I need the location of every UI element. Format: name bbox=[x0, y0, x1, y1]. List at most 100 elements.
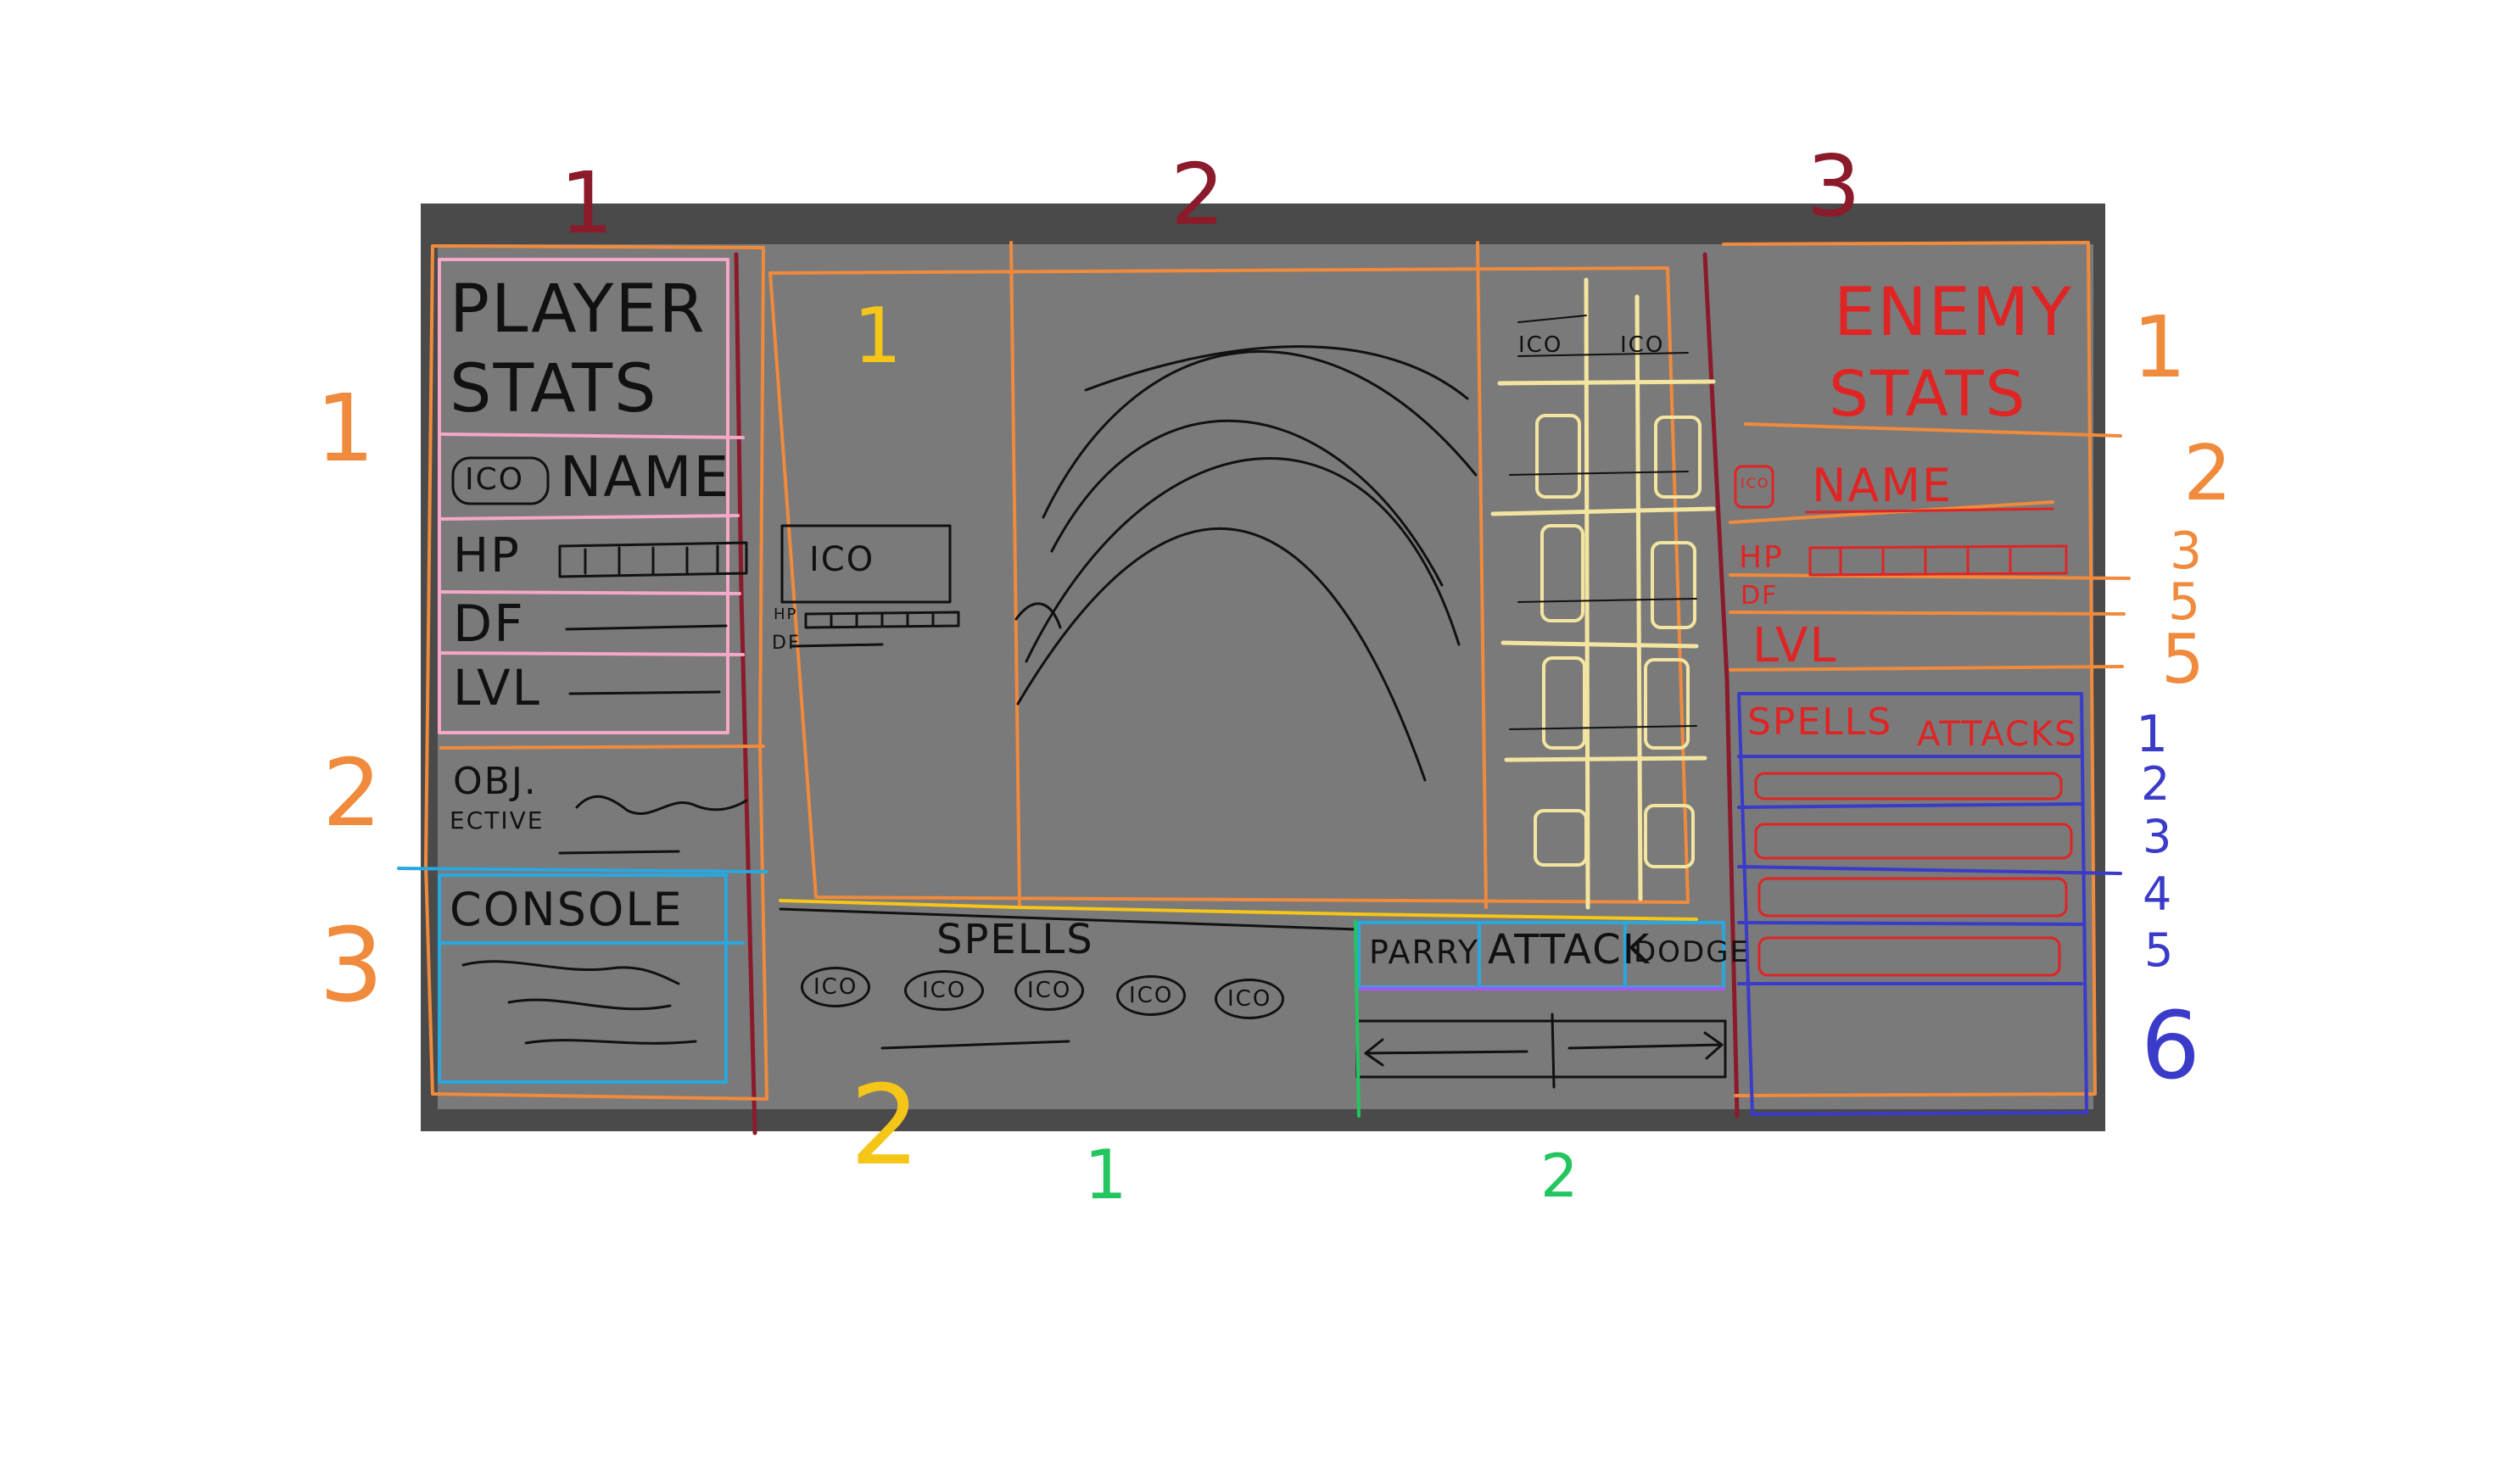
enemy-entry-4 bbox=[1759, 938, 2059, 975]
right-row-number-5: 5 bbox=[2161, 626, 2206, 694]
player-lvl-line bbox=[570, 692, 719, 694]
spell-icon-4[interactable]: ICO bbox=[1116, 975, 1186, 1016]
inventory-slot-2 bbox=[1656, 417, 1700, 497]
arc-2 bbox=[1052, 421, 1442, 585]
enemy-hp-label: HP bbox=[1739, 543, 1784, 573]
console-scribble-1 bbox=[463, 962, 679, 984]
enemy-df-label: DF bbox=[1741, 583, 1778, 609]
player-unit-df-label: DF bbox=[772, 634, 801, 653]
inventory-black-outline bbox=[1510, 315, 1696, 729]
enemy-lvl-label: LVL bbox=[1752, 622, 1838, 670]
inventory-grid-v1 bbox=[1586, 280, 1588, 907]
left-row-divider-2 bbox=[399, 868, 767, 872]
dodge-button[interactable]: DODGE bbox=[1634, 938, 1750, 967]
battlefield-divider-left bbox=[1011, 243, 1020, 906]
player-row-line-3 bbox=[441, 592, 740, 594]
right-row-number-3: 3 bbox=[2170, 526, 2204, 577]
player-stats-title-line2: STATS bbox=[450, 356, 658, 422]
enemy-tab-spells[interactable]: SPELLS bbox=[1747, 704, 1892, 741]
player-unit-df-line bbox=[792, 644, 882, 646]
column-number-3: 3 bbox=[1807, 144, 1863, 229]
battlefield-number-1: 1 bbox=[853, 298, 903, 375]
parry-button[interactable]: PARRY bbox=[1369, 936, 1479, 968]
player-lvl-label: LVL bbox=[453, 663, 541, 712]
enemy-icon-label: ICO bbox=[1741, 477, 1769, 490]
list-number-1: 1 bbox=[2136, 709, 2170, 760]
player-name-label: NAME bbox=[560, 449, 730, 505]
console-scribble-3 bbox=[526, 1040, 696, 1044]
left-row-divider-1 bbox=[441, 746, 763, 748]
arc-6 bbox=[1016, 604, 1060, 628]
inventory-grid-h2 bbox=[1493, 509, 1713, 514]
battlefield-bottom-line bbox=[780, 901, 1696, 919]
objective-line bbox=[560, 851, 679, 853]
battlefield-divider-right bbox=[1478, 243, 1486, 907]
enemy-entry-2 bbox=[1756, 824, 2071, 858]
player-hp-label: HP bbox=[453, 533, 521, 580]
inventory-icon-1[interactable]: ICO bbox=[1518, 334, 1562, 356]
column-divider-left bbox=[736, 254, 755, 1133]
inventory-slot-7 bbox=[1535, 811, 1586, 865]
spells-bottom-line bbox=[882, 1041, 1069, 1048]
left-row-number-2: 2 bbox=[322, 746, 383, 840]
objective-label-line1: OBJ. bbox=[453, 763, 538, 801]
player-icon-label: ICO bbox=[465, 465, 524, 495]
right-row-number-2: 2 bbox=[2183, 436, 2233, 512]
enemy-list-line-4 bbox=[1739, 923, 2082, 924]
player-unit-icon-label: ICO bbox=[809, 543, 875, 577]
enemy-list-line-2 bbox=[1739, 804, 2082, 807]
column-number-2: 2 bbox=[1171, 153, 1227, 237]
player-row-line-2 bbox=[441, 516, 738, 519]
bottom-number-green-1: 1 bbox=[1084, 1141, 1129, 1209]
console-scribble-2 bbox=[509, 1000, 670, 1009]
spell-icon-2[interactable]: ICO bbox=[904, 970, 984, 1011]
bottom-number-yellow-2: 2 bbox=[850, 1070, 922, 1180]
arrow-left-icon bbox=[1366, 1040, 1527, 1065]
list-number-3: 3 bbox=[2143, 814, 2173, 860]
player-stats-title-line1: PLAYER bbox=[450, 276, 707, 343]
player-unit-hp-label: HP bbox=[774, 607, 797, 622]
inventory-grid-h1 bbox=[1500, 382, 1713, 383]
list-number-6: 6 bbox=[2141, 999, 2202, 1092]
objective-scribble bbox=[577, 796, 746, 813]
left-row-number-3: 3 bbox=[319, 916, 385, 1018]
enemy-tab-attacks[interactable]: ATTACKS bbox=[1917, 717, 2078, 751]
inventory-icon-2[interactable]: ICO bbox=[1620, 334, 1664, 356]
enemy-list-line-3 bbox=[1739, 867, 2121, 873]
inventory-slot-5 bbox=[1544, 658, 1584, 748]
arc-4 bbox=[1018, 528, 1425, 780]
movement-box bbox=[1357, 1021, 1725, 1077]
spell-icon-5[interactable]: ICO bbox=[1215, 979, 1284, 1019]
objective-label-line2: ECTIVE bbox=[450, 809, 544, 833]
battlefield-outline bbox=[770, 268, 1688, 902]
arc-1 bbox=[1043, 352, 1476, 517]
inventory-slot-3 bbox=[1542, 526, 1583, 621]
attack-button[interactable]: ATTACK bbox=[1488, 929, 1651, 970]
player-hp-bar bbox=[560, 543, 746, 577]
right-row-number-1: 1 bbox=[2132, 305, 2188, 390]
enemy-row-line-3 bbox=[1730, 575, 2129, 578]
enemy-entry-3 bbox=[1759, 879, 2066, 916]
list-number-2: 2 bbox=[2141, 762, 2171, 807]
player-row-line-1 bbox=[441, 434, 743, 438]
spell-icon-1[interactable]: ICO bbox=[801, 967, 870, 1007]
enemy-row-line-4 bbox=[1730, 612, 2124, 614]
spells-bar-title: SPELLS bbox=[936, 919, 1094, 960]
inventory-grid-h3 bbox=[1503, 643, 1696, 646]
spell-icon-3[interactable]: ICO bbox=[1014, 970, 1084, 1011]
enemy-stats-title-line2: STATS bbox=[1829, 363, 2026, 426]
bottom-number-green-2: 2 bbox=[1540, 1146, 1580, 1206]
enemy-name-label: NAME bbox=[1812, 463, 1953, 509]
player-df-line bbox=[567, 626, 726, 629]
console-label: CONSOLE bbox=[450, 887, 684, 933]
inventory-grid-v2 bbox=[1637, 297, 1640, 899]
arrow-right-icon bbox=[1569, 1033, 1722, 1058]
player-df-label: DF bbox=[453, 599, 525, 650]
inventory-slot-4 bbox=[1652, 543, 1695, 628]
left-row-number-1: 1 bbox=[316, 382, 377, 475]
player-unit-hp-bar bbox=[806, 612, 958, 628]
enemy-entry-1 bbox=[1756, 773, 2061, 799]
inventory-slot-1 bbox=[1537, 416, 1579, 497]
arc-3 bbox=[1026, 458, 1459, 661]
